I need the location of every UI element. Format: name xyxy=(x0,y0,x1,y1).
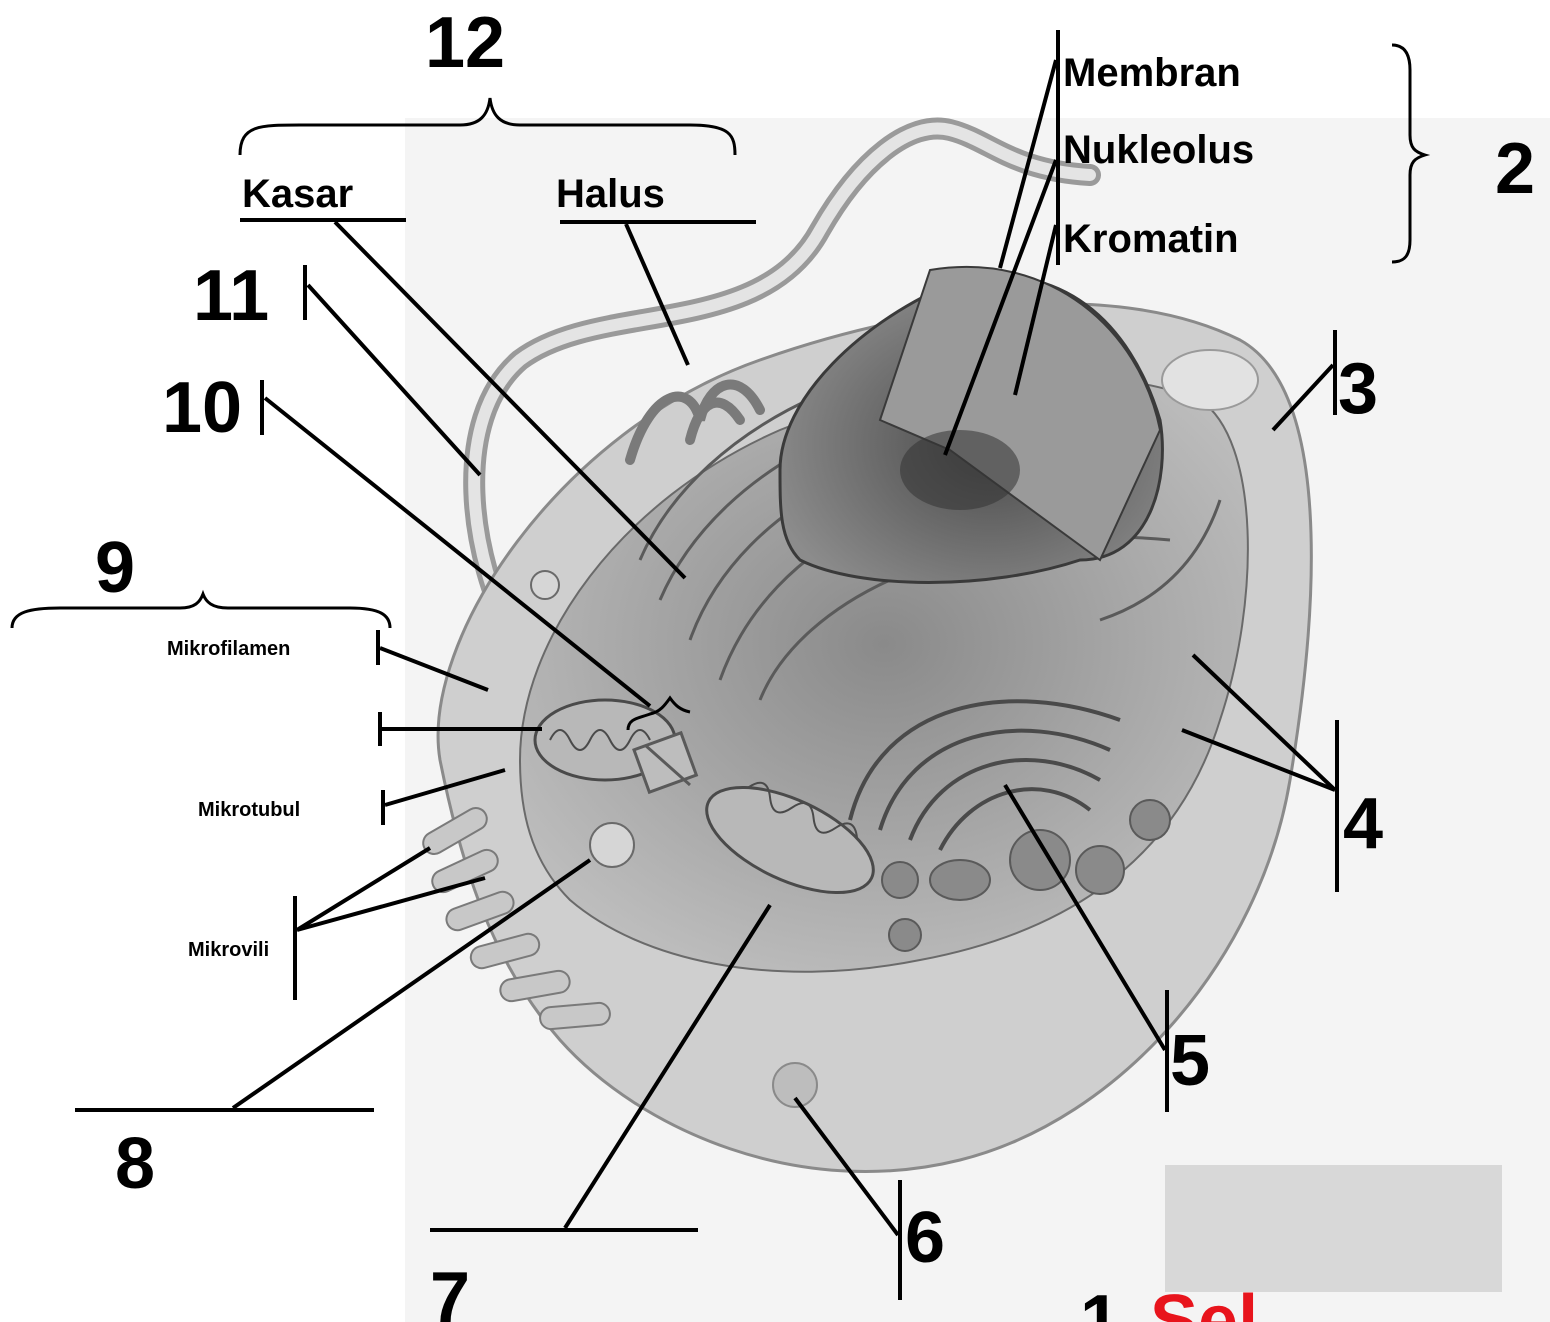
label-nukleolus: Nukleolus xyxy=(1063,128,1254,172)
lysosome xyxy=(590,823,634,867)
number-2: 2 xyxy=(1495,129,1535,209)
number-3: 3 xyxy=(1338,349,1378,429)
label-halus: Halus xyxy=(556,172,665,216)
number-1: 1 xyxy=(1080,1281,1120,1322)
label-membran: Membran xyxy=(1063,51,1241,95)
number-6: 6 xyxy=(905,1198,945,1278)
number-11: 11 xyxy=(193,256,269,336)
gray-box xyxy=(1165,1165,1502,1292)
bottom-red-text: Sel xyxy=(1150,1281,1258,1322)
number-9: 9 xyxy=(95,528,135,608)
brace-9 xyxy=(12,594,390,628)
number-5: 5 xyxy=(1170,1021,1210,1101)
number-10: 10 xyxy=(162,368,242,448)
label-kasar: Kasar xyxy=(242,172,353,216)
number-7: 7 xyxy=(430,1258,470,1322)
label-kromatin: Kromatin xyxy=(1063,217,1239,261)
nucleolus xyxy=(900,430,1020,510)
label-mikrovili: Mikrovili xyxy=(188,939,269,961)
number-4: 4 xyxy=(1343,784,1383,864)
number-8: 8 xyxy=(115,1124,155,1204)
vacuole xyxy=(1162,350,1258,410)
label-mikrofilamen: Mikrofilamen xyxy=(167,638,290,660)
number-12: 12 xyxy=(425,3,505,83)
label-mikrotubul: Mikrotubul xyxy=(198,799,300,821)
